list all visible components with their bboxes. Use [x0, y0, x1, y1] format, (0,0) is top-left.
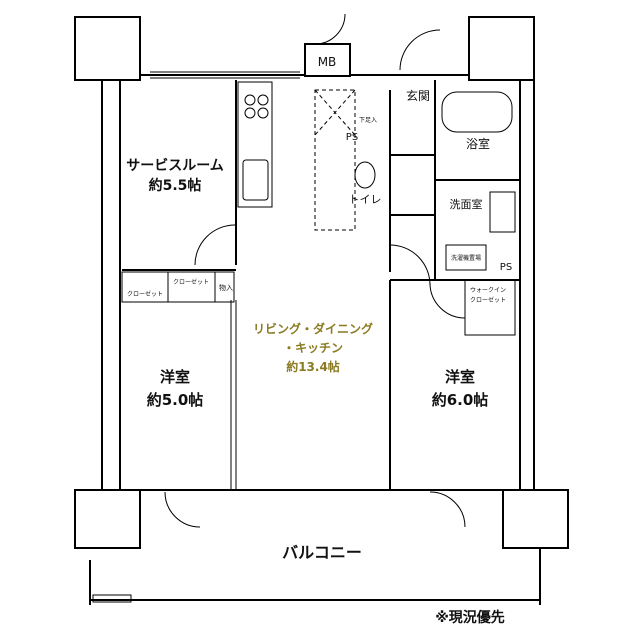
- kitchen: [237, 81, 273, 208]
- western-left-line1: 洋室: [160, 368, 190, 386]
- dashed-area: [314, 89, 356, 231]
- western-right-line1: 洋室: [445, 368, 475, 386]
- western-left-line2: 約5.0帖: [147, 391, 204, 409]
- ldk-line3: 約13.4帖: [286, 359, 340, 374]
- closet-b-label: クローゼット: [173, 278, 209, 286]
- note-label: ※現況優先: [435, 609, 505, 626]
- interior-walls: [121, 80, 520, 490]
- bath-label: 浴室: [466, 136, 490, 151]
- ldk-line1: リビング・ダイニング: [253, 321, 373, 336]
- balcony-label: バルコニー: [282, 543, 362, 562]
- western-right-line2: 約6.0帖: [432, 391, 489, 409]
- entrance-label: 玄関: [406, 88, 430, 103]
- column-bottom-left: [74, 489, 141, 549]
- washroom-label: 洗面室: [450, 197, 483, 211]
- closet-a-label: クローゼット: [127, 290, 163, 298]
- toilet-label: トイレ: [349, 193, 382, 206]
- laundry-label: 洗濯機置場: [451, 254, 481, 262]
- bathtub: [441, 91, 513, 133]
- walkin-label-1: ウォークイン: [470, 286, 506, 294]
- ps-label-2: PS: [500, 262, 512, 273]
- balcony-rail: [89, 548, 541, 605]
- walkin-label-2: クローゼット: [470, 296, 506, 304]
- service-room-line1: サービスルーム: [126, 158, 224, 174]
- vanity: [489, 191, 516, 233]
- ps-label-1: PS: [346, 132, 358, 143]
- mb-box: [304, 43, 351, 77]
- outer-walls: [101, 71, 535, 491]
- storage-label: 物入: [219, 283, 233, 292]
- service-room-line2: 約5.5帖: [149, 177, 202, 194]
- laundry-space: [445, 244, 487, 271]
- column-top-right: [468, 16, 535, 81]
- column-top-left: [74, 16, 141, 81]
- column-bottom-right: [502, 489, 569, 549]
- doors: [164, 13, 466, 528]
- mb-label: MB: [318, 55, 337, 69]
- ldk-line2: ・キッチン: [283, 341, 343, 355]
- toilet-bowl: [354, 161, 376, 189]
- shoe-box-label: 下足入: [359, 117, 377, 124]
